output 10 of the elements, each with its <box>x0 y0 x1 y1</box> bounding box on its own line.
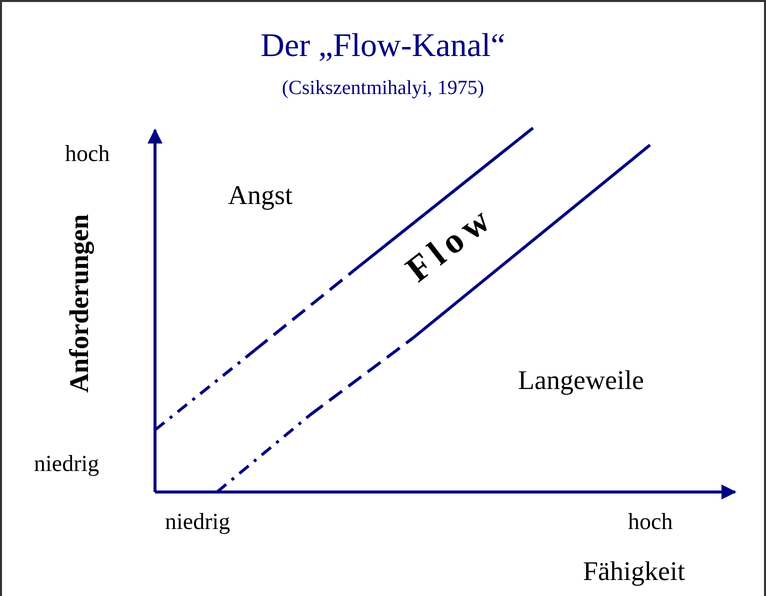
subtitle: (Csikszentmihalyi, 1975) <box>280 78 486 98</box>
axis-tick-label: hoch <box>65 142 110 165</box>
axis-tick-label: niedrig <box>34 452 100 475</box>
region-label: Langeweile <box>518 367 644 394</box>
region-label: Angst <box>228 182 293 209</box>
axis-tick-label: niedrig <box>165 510 230 533</box>
axis-tick-label: hoch <box>628 510 673 533</box>
axis-title: Fähigkeit <box>583 558 685 585</box>
axis-title: Anforderungen <box>66 214 93 393</box>
diagram-title: Der „Flow-Kanal“ <box>260 30 506 63</box>
